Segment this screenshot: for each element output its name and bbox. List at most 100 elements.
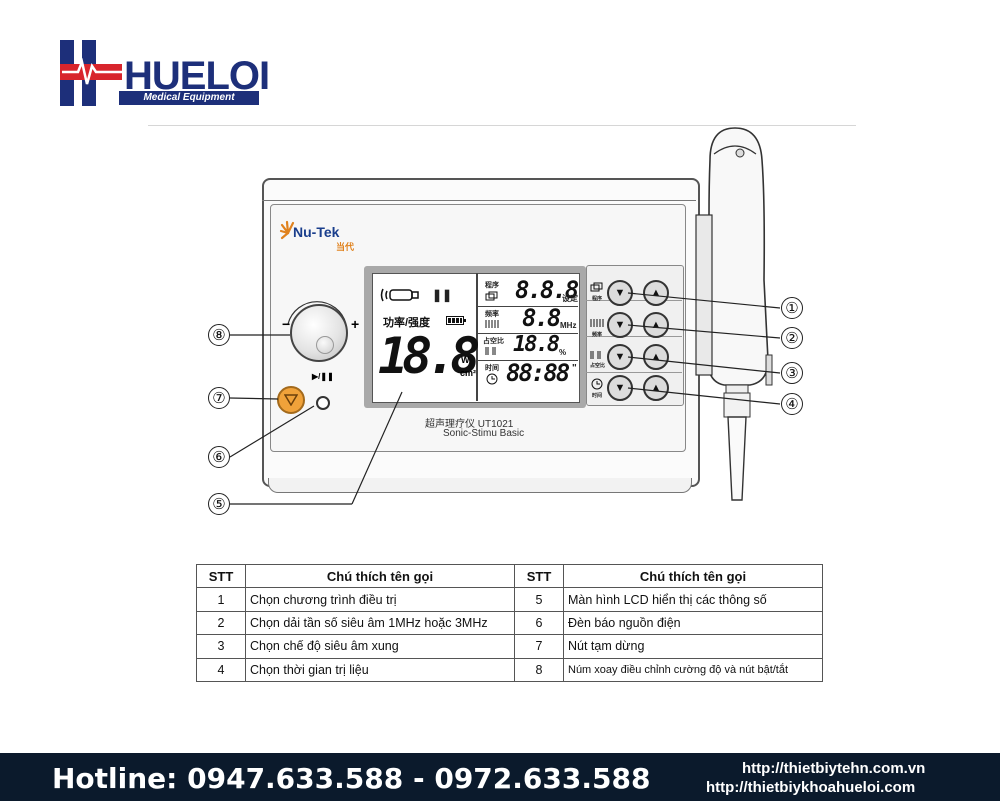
clock-icon: [486, 373, 498, 385]
lcd-duty-value: 18.8: [513, 332, 560, 357]
lcd-row-label: 时间: [485, 365, 499, 372]
table-cell: Chọn chế độ siêu âm xung: [245, 634, 515, 659]
lcd-divider: [476, 273, 478, 401]
frequency-down-button[interactable]: ▼: [607, 312, 633, 338]
lcd-main-value: 18.8: [378, 327, 480, 385]
hueloi-logo-icon: [60, 40, 122, 106]
device-brand: Nu-Tek: [293, 224, 340, 240]
time-down-button[interactable]: ▼: [607, 375, 633, 401]
frequency-icon: [590, 319, 604, 327]
device-lid: [262, 178, 696, 201]
device-model-cn: 超声理疗仪 UT1021: [425, 419, 514, 430]
lcd-divider: [476, 360, 578, 361]
table-cell: 8: [514, 657, 564, 683]
button-row-label: 程序: [592, 296, 603, 302]
lcd-time-value: 88:88: [506, 359, 570, 387]
lcd-row-unit: 设定: [562, 294, 578, 303]
pause-button[interactable]: [277, 386, 305, 414]
power-indicator-led: [316, 396, 330, 410]
callout-6: ⑥: [208, 446, 230, 468]
pause-indicator: ❚❚: [432, 288, 453, 302]
table-cell: Chọn chương trình điều trị: [245, 587, 515, 612]
device-brand-sub: 当代: [336, 242, 355, 252]
lcd-row-unit: MHz: [560, 321, 577, 330]
lcd-row-unit: ": [572, 363, 577, 374]
transducer-status-icon: [380, 288, 419, 302]
lcd-row-label: 程序: [485, 282, 499, 289]
knob-plus-label: +: [351, 316, 360, 332]
button-row-divider: [586, 372, 682, 373]
duty-down-button[interactable]: ▼: [607, 344, 633, 370]
logo-wordmark: HUELOI: [124, 54, 270, 98]
header-divider: [148, 125, 856, 126]
duty-up-button[interactable]: ▲: [643, 344, 669, 370]
table-row: 1 Chọn chương trình điều trị 5 Màn hình …: [196, 587, 823, 612]
battery-icon: [446, 316, 466, 325]
frequency-icon: [485, 320, 499, 328]
lcd-row-unit: %: [559, 348, 567, 357]
website-link[interactable]: http://thietbiytehn.com.vn: [742, 760, 926, 777]
lcd-divider: [476, 306, 578, 307]
hotline-text: Hotline: 0947.633.588 - 0972.633.588: [52, 762, 651, 795]
callout-7: ⑦: [208, 387, 230, 409]
table-cell: 6: [514, 610, 564, 636]
table-cell: Chọn thời gian trị liệu: [245, 657, 515, 683]
program-icon: [590, 282, 603, 292]
button-row-label: 时间: [592, 393, 603, 399]
lcd-main-unit: cm²: [460, 368, 477, 378]
play-pause-label: ▶/❚❚: [312, 372, 334, 381]
table-cell: 2: [196, 610, 246, 636]
lcd-frequency-value: 8.8: [522, 304, 561, 332]
table-cell: 7: [514, 634, 564, 659]
lcd-program-value: 8.8.8: [515, 276, 579, 304]
callout-3: ③: [781, 362, 803, 384]
table-row: 3 Chọn chế độ siêu âm xung 7 Nút tạm dừn…: [196, 634, 823, 659]
table-cell: Núm xoay điều chỉnh cường độ và nút bật/…: [563, 657, 823, 683]
time-up-button[interactable]: ▲: [643, 375, 669, 401]
table-header: STT: [196, 563, 246, 589]
program-icon: [485, 291, 498, 301]
callout-4: ④: [781, 393, 803, 415]
duty-cycle-icon: [590, 351, 601, 359]
table-cell: 4: [196, 657, 246, 683]
program-down-button[interactable]: ▼: [607, 280, 633, 306]
nutek-logo-icon: [279, 220, 295, 240]
table-cell: Chọn dải tần số siêu âm 1MHz hoặc 3MHz: [245, 610, 515, 636]
lcd-main-unit: W: [461, 355, 470, 365]
table-cell: 5: [514, 587, 564, 612]
table-cell: 1: [196, 587, 246, 612]
table-row: 4 Chọn thời gian trị liệu 8 Núm xoay điề…: [196, 657, 823, 683]
frequency-up-button[interactable]: ▲: [643, 312, 669, 338]
footer-bar: [0, 753, 1000, 801]
legend-table: STT Chú thích tên gọi STT Chú thích tên …: [196, 563, 823, 683]
program-up-button[interactable]: ▲: [643, 280, 669, 306]
lcd-row-label: 频率: [485, 311, 499, 318]
callout-5: ⑤: [208, 493, 230, 515]
clock-icon: [591, 378, 603, 390]
table-cell: Màn hình LCD hiển thị các thông số: [563, 587, 823, 612]
intensity-knob[interactable]: [290, 304, 348, 362]
callout-1: ①: [781, 297, 803, 319]
table-row: 2 Chọn dải tần số siêu âm 1MHz hoặc 3MHz…: [196, 610, 823, 636]
ultrasound-handpiece: [695, 127, 773, 501]
device-model-en: Sonic-Stimu Basic: [443, 428, 525, 439]
table-cell: Đèn báo nguồn điện: [563, 610, 823, 636]
lcd-row-label: 占空比: [483, 338, 504, 345]
lcd-divider: [476, 333, 578, 334]
table-header: Chú thích tên gọi: [563, 563, 823, 589]
device-base: [268, 478, 692, 493]
logo-tagline: Medical Equipment: [119, 91, 259, 105]
button-row-label: 频率: [592, 332, 603, 338]
triangle-down-icon: [284, 394, 298, 406]
table-cell: Nút tạm dừng: [563, 634, 823, 659]
callout-8: ⑧: [208, 324, 230, 346]
knob-minus-label: −: [282, 316, 291, 332]
button-row-label: 占空比: [590, 363, 606, 369]
knob-cap: [316, 336, 334, 354]
lcd-power-label: 功率/强度: [383, 317, 431, 329]
website-link[interactable]: http://thietbiykhoahueloi.com: [706, 779, 916, 796]
table-header-row: STT Chú thích tên gọi STT Chú thích tên …: [196, 563, 823, 589]
table-cell: 3: [196, 634, 246, 659]
table-header: STT: [514, 563, 564, 589]
duty-cycle-icon: [485, 347, 496, 355]
